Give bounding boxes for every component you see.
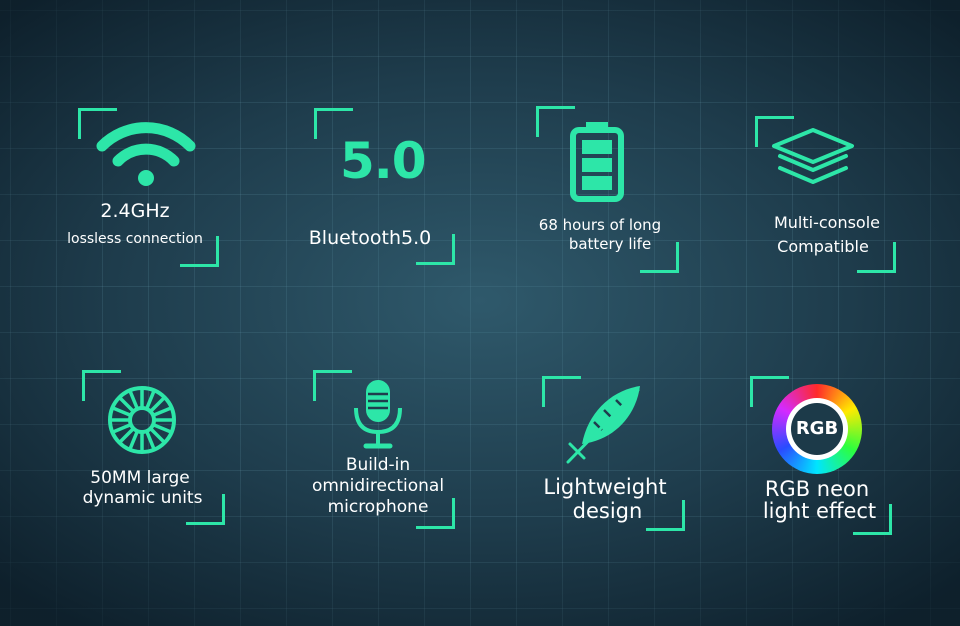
corner-bracket-bottom-right: [640, 242, 679, 273]
feature-title: 2.4GHz: [100, 200, 170, 222]
feature-line-1: Build-in: [345, 455, 411, 475]
bluetooth-version-number: 5.0: [340, 132, 427, 190]
feature-label: Bluetooth5.0: [308, 227, 432, 249]
feature-subtitle: lossless connection: [67, 231, 203, 247]
corner-bracket-top-left: [82, 370, 121, 401]
corner-bracket-bottom-right: [857, 242, 896, 273]
corner-bracket-top-left: [750, 376, 789, 407]
microphone-icon: [354, 380, 402, 449]
feature-line-2: omnidirectional: [311, 476, 445, 496]
corner-bracket-top-left: [536, 106, 575, 137]
rgb-ring-center: RGB: [786, 398, 848, 460]
feature-line-1: Multi-console: [773, 213, 881, 232]
corner-bracket-top-left: [542, 376, 581, 407]
battery-icon: [570, 122, 624, 202]
wifi-icon: [96, 122, 196, 186]
rgb-badge-text: RGB: [795, 418, 839, 439]
feature-line-1: 68 hours of long: [538, 216, 662, 234]
feature-line-2: dynamic units: [82, 488, 203, 508]
feature-line-3: microphone: [327, 497, 429, 517]
corner-bracket-top-left: [313, 370, 352, 401]
feature-line-2: Compatible: [777, 237, 869, 256]
feature-line-2: battery life: [568, 235, 652, 253]
layers-icon: [772, 128, 854, 184]
rgb-badge-inner: RGB: [791, 403, 843, 455]
speaker-driver-icon: [108, 386, 176, 454]
corner-bracket-top-left: [755, 116, 794, 147]
feature-line-1: RGB neon: [764, 477, 870, 501]
rgb-ring-icon: RGB: [772, 384, 862, 474]
feather-icon: [566, 386, 640, 464]
corner-bracket-bottom-right: [853, 504, 892, 535]
corner-bracket-bottom-right: [180, 236, 219, 267]
feature-line-2: design: [572, 499, 643, 523]
corner-bracket-bottom-right: [646, 500, 685, 531]
corner-bracket-top-left: [78, 108, 117, 139]
corner-bracket-bottom-right: [416, 234, 455, 265]
corner-bracket-bottom-right: [416, 498, 455, 529]
corner-bracket-bottom-right: [186, 494, 225, 525]
feature-line-2: light effect: [762, 499, 877, 523]
feature-line-1: 50MM large: [90, 468, 190, 488]
feature-line-1: Lightweight: [543, 475, 667, 499]
corner-bracket-top-left: [314, 108, 353, 139]
